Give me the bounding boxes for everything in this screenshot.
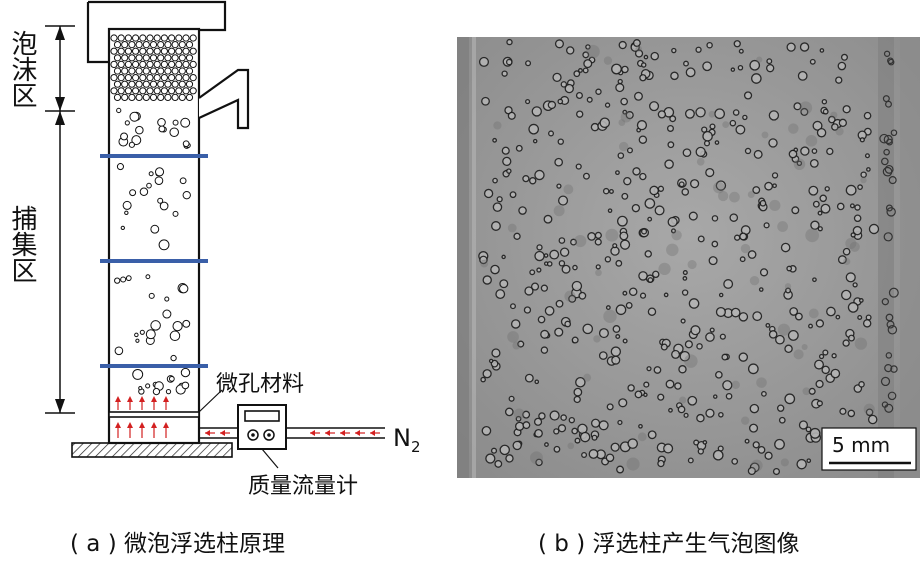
collection-bubbles [114, 163, 191, 396]
panel-b-photo: 5 mm [457, 37, 920, 478]
caption-a: ( a ) 微泡浮选柱原理 [70, 531, 285, 557]
column-hood [88, 0, 227, 32]
foam-zone-label: 泡沫区 [7, 30, 37, 108]
microporous-plate [108, 411, 200, 418]
scale-bar-label: 5 mm [832, 433, 890, 457]
foam-bubbles [110, 34, 197, 149]
mass-flow-meter-label: 质量流量计 [248, 474, 358, 499]
meter-display [244, 410, 280, 422]
panel-a-schematic: 泡沫区 捕集区 微孔材料 质量流量计 [7, 0, 421, 499]
caption-b: ( b ) 浮选柱产生气泡图像 [538, 531, 799, 557]
pipe-flow-arrows [205, 430, 380, 436]
gas-n2-label: N2 [393, 424, 421, 456]
meter-leader [261, 448, 279, 469]
column-base [71, 442, 233, 458]
microporous-leader [198, 389, 223, 413]
overflow-launder [198, 68, 250, 130]
microporous-material-label: 微孔材料 [216, 372, 304, 397]
collection-zone-label: 捕集区 [7, 205, 37, 283]
photo-bubbles [478, 38, 899, 476]
gas-flow-arrows [115, 396, 169, 438]
